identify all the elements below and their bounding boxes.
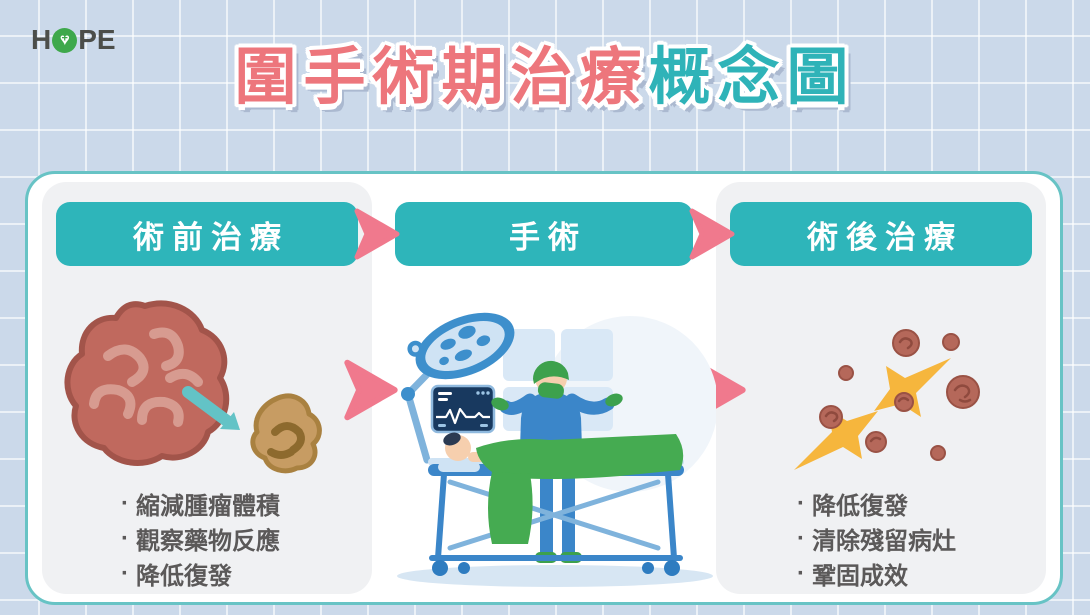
title-highlight: 圍手術期治療	[234, 43, 649, 112]
column-header-label: 術後治療	[807, 219, 963, 255]
bullet-text: 鞏固成效	[812, 563, 908, 590]
floor-shadow	[397, 565, 713, 587]
starburst-icon	[794, 358, 951, 470]
hope-logo: H ♥ + PE	[31, 26, 116, 54]
bullet-dot: ·	[797, 559, 805, 587]
bullet-text: 縮減腫瘤體積	[136, 493, 280, 520]
large-tumor-icon	[64, 300, 230, 466]
flow-chart-container: 術前治療 手術 術後治療	[25, 171, 1063, 605]
glove-icon	[491, 397, 509, 411]
bullet-dot: ·	[797, 489, 805, 517]
surgical-drape	[476, 434, 684, 479]
surgical-lamp-icon	[401, 312, 515, 464]
shrink-arrow-icon	[182, 386, 240, 430]
patient	[438, 432, 684, 544]
bullet-dot: ·	[121, 559, 129, 587]
operating-room-illustration	[397, 312, 716, 587]
column-header-surgery: 手術	[395, 202, 693, 266]
column-header-label: 術前治療	[133, 219, 289, 255]
bullet-dot: ·	[121, 524, 129, 552]
small-tumor-icon	[250, 393, 322, 474]
logo-text-h: H	[31, 24, 52, 55]
flow-arrow-icon	[689, 208, 735, 260]
list-item: · 降低復發	[114, 556, 280, 591]
bullet-text: 降低復發	[812, 493, 908, 520]
tumor-shrink-illustration	[64, 300, 322, 474]
flow-arrow-icon	[354, 208, 400, 260]
list-item: · 清除殘留病灶	[790, 521, 956, 556]
tumor-destroyed-illustration	[794, 329, 980, 470]
heart-cross-icon: ♥ +	[52, 27, 78, 53]
list-item: · 降低復發	[790, 486, 956, 521]
bullet-text: 降低復發	[136, 563, 232, 590]
bullet-dot: ·	[797, 524, 805, 552]
cross-icon: +	[61, 32, 68, 45]
heart-icon: ♥	[59, 29, 70, 49]
column-header-label: 手術	[509, 219, 587, 255]
bullet-text: 觀察藥物反應	[136, 528, 280, 555]
column-header-pre-op: 術前治療	[56, 202, 358, 266]
bullet-dot: ·	[121, 489, 129, 517]
post-op-bullet-list: · 降低復發 · 清除殘留病灶 · 鞏固成效	[790, 486, 956, 591]
flow-arrow-icon	[344, 359, 398, 421]
vitals-monitor-icon	[430, 384, 496, 434]
logo-text-pe: PE	[78, 24, 116, 55]
pre-op-bullet-list: · 縮減腫瘤體積 · 觀察藥物反應 · 降低復發	[114, 486, 280, 591]
title-rest: 概念圖	[648, 43, 856, 112]
list-item: · 縮減腫瘤體積	[114, 486, 280, 521]
column-header-post-op: 術後治療	[730, 202, 1032, 266]
list-item: · 觀察藥物反應	[114, 521, 280, 556]
tumor-fragments	[819, 329, 980, 461]
glove-icon	[605, 393, 623, 407]
surgical-mask-icon	[537, 382, 564, 399]
page-title: 圍手術期治療概念圖	[0, 36, 1090, 120]
surgical-cap-icon	[532, 360, 569, 384]
list-item: · 鞏固成效	[790, 556, 956, 591]
bullet-text: 清除殘留病灶	[812, 528, 956, 555]
